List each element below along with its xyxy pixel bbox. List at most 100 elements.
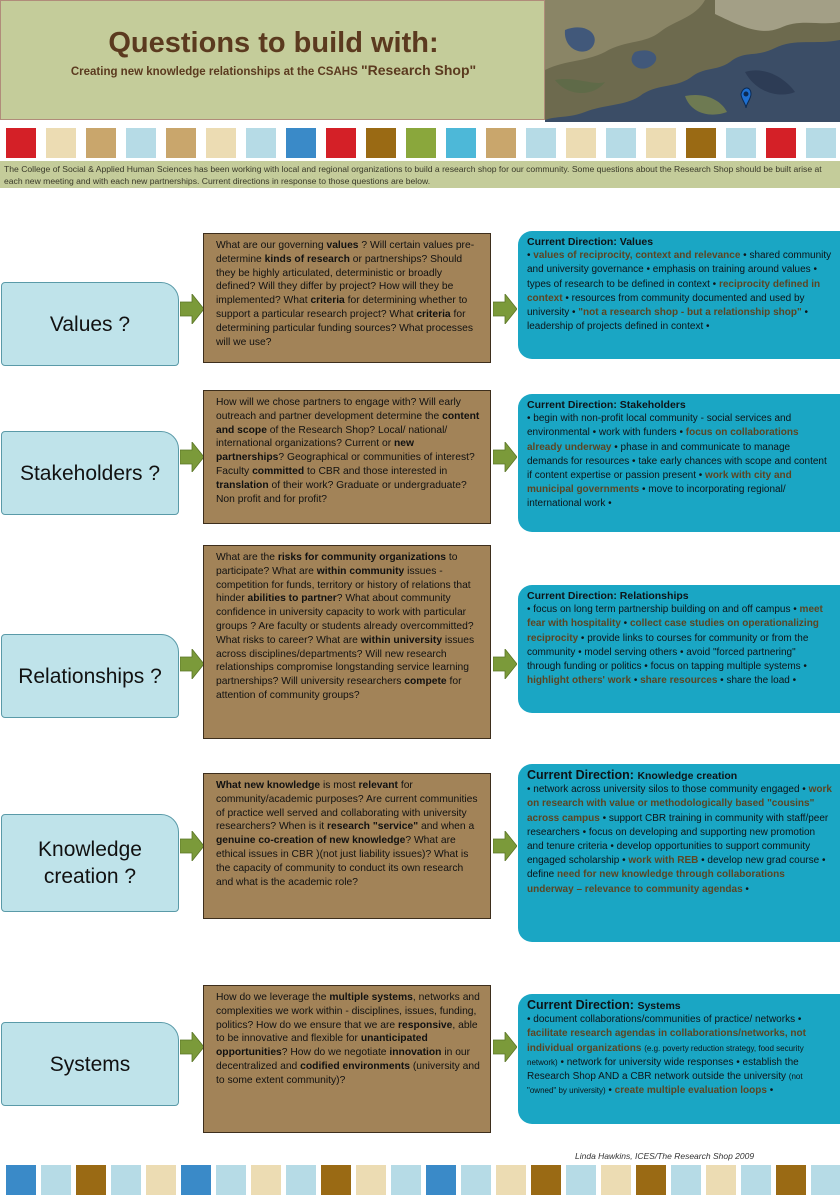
- arrow-right-icon: [493, 831, 517, 861]
- text-run: • network across university silos to tho…: [527, 784, 809, 796]
- emphasized-text: relevant: [358, 780, 398, 791]
- text-run: ? What about community confidence in uni…: [216, 593, 474, 646]
- subtitle-lead: Creating new knowledge relationships at …: [70, 66, 361, 78]
- text-run: How do we leverage the: [216, 992, 330, 1003]
- color-square: [251, 1165, 281, 1195]
- color-square: [146, 1165, 176, 1195]
- emphasized-text: highlight others' work: [527, 675, 632, 687]
- text-run: ? What are ethical issues in CBR )(not j…: [216, 835, 469, 888]
- emphasized-text: community: [349, 565, 405, 577]
- poster-subtitle: Creating new knowledge relationships at …: [1, 62, 546, 78]
- emphasized-text: values of reciprocity, context and relev…: [533, 250, 741, 262]
- question-box-relationships: What are the risks for community organiz…: [203, 545, 491, 739]
- text-run: • share the load •: [717, 675, 797, 687]
- text-run: in our decentralized and: [216, 1047, 471, 1072]
- text-run: • support CBR training in community with…: [527, 812, 829, 867]
- text-run: •: [766, 1085, 774, 1097]
- emphasized-text: unanticipated opportunities: [216, 1033, 428, 1059]
- emphasized-text: compete: [404, 676, 447, 688]
- color-square: [86, 128, 116, 158]
- color-square: [686, 128, 716, 158]
- text-run: , able to be innovative and flexible for: [216, 1019, 478, 1045]
- text-run: (university and to some extent community…: [216, 1060, 480, 1086]
- text-run: for community/academic purposes? Are cur…: [216, 780, 478, 833]
- direction-name: Systems: [637, 1000, 681, 1012]
- emphasized-text: translation: [216, 479, 269, 491]
- emphasized-text: abilities to partner: [247, 593, 337, 605]
- color-square: [531, 1165, 561, 1195]
- emphasized-text: codified environments: [300, 1060, 411, 1072]
- color-square: [606, 128, 636, 158]
- label-knowledge-creation: Knowledge creation ?: [1, 814, 179, 912]
- text-run: is most: [320, 780, 359, 791]
- text-run: •: [527, 250, 534, 262]
- emphasized-text: focus on collaborations already underway: [527, 427, 799, 453]
- emphasized-text: work with city and municipal governments: [527, 470, 792, 496]
- text-run: • phase in and communicate to manage dem…: [527, 441, 827, 482]
- emphasized-text: work on research with value or methodolo…: [527, 784, 832, 824]
- emphasized-text: share resources: [640, 675, 718, 687]
- text-run: • provide links to courses for community…: [527, 632, 809, 673]
- color-square: [326, 128, 356, 158]
- arrow-right-icon: [493, 649, 517, 679]
- color-square: [126, 128, 156, 158]
- direction-prefix: Current Direction:: [527, 399, 620, 411]
- text-run: What are the: [216, 552, 278, 563]
- emphasized-text: create multiple evaluation loops: [614, 1085, 767, 1097]
- direction-prefix: Current Direction:: [527, 236, 620, 248]
- color-square: [601, 1165, 631, 1195]
- credit-line: Linda Hawkins, ICES/The Research Shop 20…: [575, 1151, 755, 1161]
- direction-title: Current Direction: Systems: [527, 998, 832, 1013]
- arrow-right-icon: [493, 442, 517, 472]
- text-run: to CBR and those interested in: [304, 465, 448, 477]
- text-run: and when a: [418, 821, 475, 833]
- emphasized-text: values: [326, 240, 359, 251]
- color-square-strip-bottom: [0, 1165, 840, 1195]
- text-run: What are our governing: [216, 240, 327, 251]
- color-square: [406, 128, 436, 158]
- arrow-right-icon: [180, 831, 204, 861]
- direction-prefix: Current Direction:: [527, 590, 620, 602]
- arrow-right-icon: [493, 1032, 517, 1062]
- color-square: [811, 1165, 840, 1195]
- color-square: [111, 1165, 141, 1195]
- color-square: [671, 1165, 701, 1195]
- arrow-right-icon: [493, 294, 517, 324]
- direction-box-relationships: Current Direction: Relationships• focus …: [518, 585, 840, 713]
- direction-text: • document collaborations/communities of…: [527, 1013, 832, 1098]
- question-box-stakeholders: How will we chose partners to engage wit…: [203, 390, 491, 524]
- color-square: [366, 128, 396, 158]
- direction-title: Current Direction: Stakeholders: [527, 398, 832, 412]
- color-square: [321, 1165, 351, 1195]
- text-run: of their work? Graduate or undergraduate…: [216, 479, 467, 505]
- direction-box-stakeholders: Current Direction: Stakeholders• begin w…: [518, 394, 840, 532]
- text-run: • begin with non-profit local community …: [527, 413, 792, 439]
- color-square-strip-top: [0, 128, 840, 158]
- emphasized-text: collect case studies on operationalizing…: [527, 618, 819, 644]
- satellite-map-image: [545, 0, 840, 122]
- text-run: (e.g. poverty reduction strategy, food s…: [527, 1043, 804, 1067]
- text-run: • document collaborations/communities of…: [527, 1014, 802, 1026]
- text-run: issues - competition for funds, territor…: [216, 565, 471, 605]
- text-run: (not "owned" by university): [527, 1072, 803, 1096]
- direction-prefix: Current Direction:: [527, 998, 638, 1012]
- direction-box-values: Current Direction: Values • values of rec…: [518, 231, 840, 359]
- question-box-values: What are our governing values ? Will cer…: [203, 233, 491, 363]
- direction-text: • network across university silos to tho…: [527, 783, 832, 897]
- direction-name: Values: [619, 236, 654, 248]
- text-run: •: [631, 675, 641, 687]
- color-square: [486, 128, 516, 158]
- color-square: [391, 1165, 421, 1195]
- emphasized-text: need for new knowledge through collabora…: [527, 869, 785, 895]
- text-run: of the Research Shop? Local/ national/ i…: [216, 424, 448, 450]
- color-square: [526, 128, 556, 158]
- color-square: [356, 1165, 386, 1195]
- emphasized-text: reciprocity defined in context: [527, 278, 821, 304]
- text-run: • shared community and university govern…: [527, 250, 832, 290]
- direction-title: Current Direction: Relationships: [527, 589, 832, 603]
- subtitle-research-shop: "Research Shop": [360, 62, 477, 78]
- color-square: [461, 1165, 491, 1195]
- emphasized-text: work with REB: [628, 855, 699, 867]
- emphasized-text: risks for community organizations: [277, 552, 447, 563]
- label-values: Values ?: [1, 282, 179, 366]
